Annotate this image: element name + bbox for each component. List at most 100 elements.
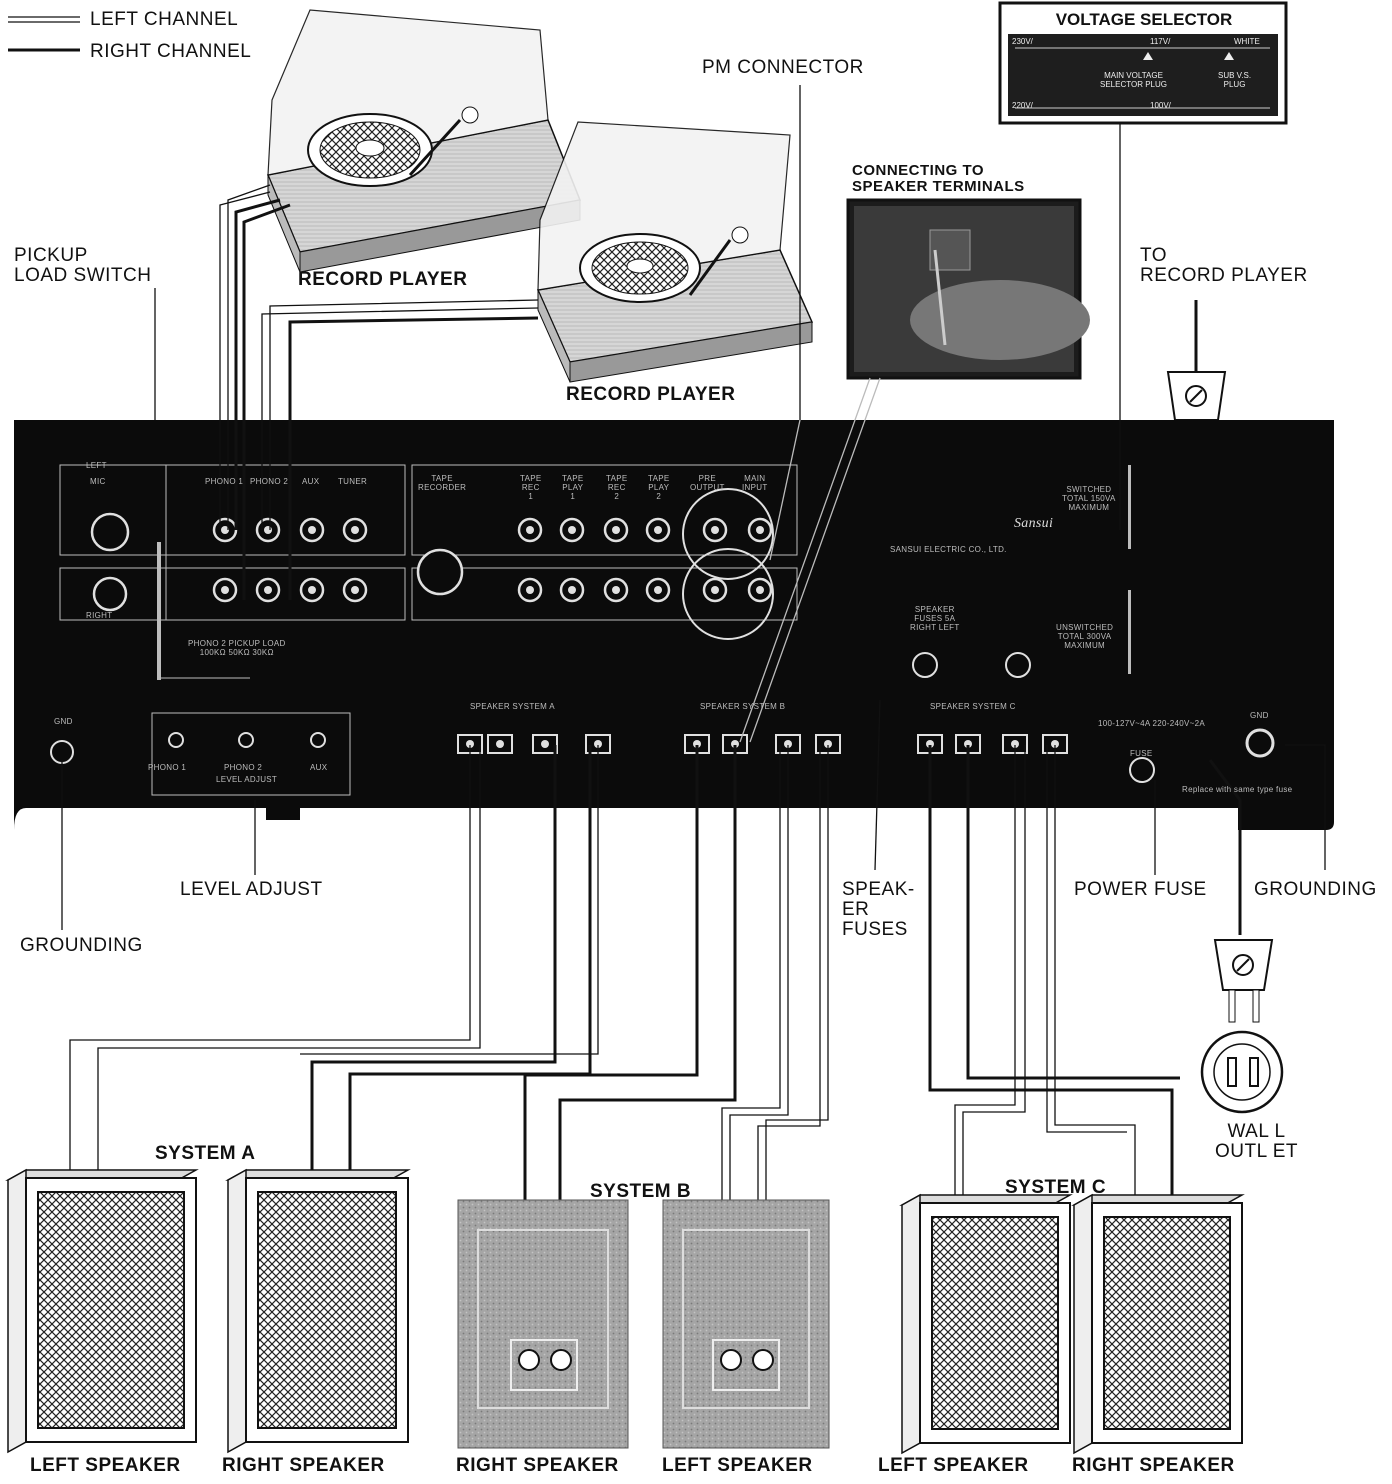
to-record-player-label: TO RECORD PLAYER <box>1140 245 1308 286</box>
panel-level-adjust: LEVEL ADJUST <box>216 775 278 784</box>
speaker-terminal-9 <box>955 734 981 754</box>
panel-maker: SANSUI ELECTRIC CO., LTD. <box>890 545 1007 554</box>
panel-brand: Sansui <box>1014 516 1054 531</box>
record-player-2-label: RECORD PLAYER <box>566 384 736 405</box>
panel-aux: AUX <box>302 477 320 486</box>
power-fuse-label: POWER FUSE <box>1074 879 1207 900</box>
panel-level-phono2: PHONO 2 <box>224 763 263 772</box>
pickup-load-switch-label: PICKUP LOAD SWITCH <box>14 245 152 286</box>
rca-jack-bottom-5 <box>559 577 585 603</box>
rca-jack-bottom-0 <box>212 577 238 603</box>
panel-phono1: PHONO 1 <box>205 477 244 486</box>
panel-main-input: MAIN INPUT <box>742 474 768 492</box>
panel-tape-recorder: TAPE RECORDER <box>418 474 467 492</box>
pm-connector-ring-top <box>682 488 774 580</box>
panel-speaker-system-c: SPEAKER SYSTEM C <box>930 702 1016 711</box>
panel-speaker-system-a: SPEAKER SYSTEM A <box>470 702 555 711</box>
vsel-main-plug: MAIN VOLTAGE SELECTOR PLUG <box>1100 71 1167 89</box>
rca-jack-bottom-4 <box>517 577 543 603</box>
rca-jack-top-5 <box>559 517 585 543</box>
speaker-a-right <box>225 1168 411 1454</box>
grounding-left-label: GROUNDING <box>20 935 143 956</box>
wall-outlet-icon <box>1200 1030 1284 1114</box>
panel-switched: SWITCHED TOTAL 150VA MAXIMUM <box>1062 485 1116 512</box>
rca-jack-bottom-3 <box>342 577 368 603</box>
rca-jack-bottom-9 <box>747 577 773 603</box>
level-knob-1 <box>238 732 254 748</box>
power-fuse-holder <box>1129 757 1155 783</box>
ground-post-right <box>1245 728 1275 758</box>
speakers <box>5 1168 1245 1455</box>
amplifier-jacks <box>50 488 1275 783</box>
panel-speaker-fuses: SPEAKER FUSES 5A RIGHT LEFT <box>910 605 960 632</box>
vsel-117v: 117V/ <box>1150 37 1171 46</box>
system-a-label: SYSTEM A <box>155 1143 256 1164</box>
vsel-sub-plug: SUB V.S. PLUG <box>1218 71 1252 89</box>
rca-jack-top-0 <box>212 517 238 543</box>
panel-tuner: TUNER <box>338 477 368 486</box>
mic-jack-left <box>90 512 130 552</box>
panel-tape-rec-1: TAPE REC 1 <box>520 474 542 501</box>
speaker-terminal-photo <box>846 198 1090 380</box>
panel-level-aux: AUX <box>310 763 328 772</box>
pm-connector-label: PM CONNECTOR <box>702 57 864 78</box>
panel-voltage-rating: 100-127V~4A 220-240V~2A <box>1098 719 1205 728</box>
speaker-b-right <box>457 1199 629 1449</box>
speaker-terminal-1 <box>487 734 513 754</box>
level-knob-0 <box>168 732 184 748</box>
legend-right-channel: RIGHT CHANNEL <box>90 41 252 62</box>
level-knob-2 <box>310 732 326 748</box>
panel-tape-play-1: TAPE PLAY 1 <box>562 474 584 501</box>
panel-tape-play-2: TAPE PLAY 2 <box>648 474 670 501</box>
panel-replace-fuse: Replace with same type fuse <box>1182 785 1293 794</box>
speaker-c-right-label: RIGHT SPEAKER <box>1072 1455 1235 1476</box>
speaker-c-left-label: LEFT SPEAKER <box>878 1455 1029 1476</box>
vsel-230v: 230V/ <box>1012 37 1033 46</box>
din-socket <box>416 548 464 596</box>
speaker-a-right-label: RIGHT SPEAKER <box>222 1455 385 1476</box>
voltage-selector-box <box>998 1 1288 125</box>
ground-post-left <box>50 740 74 764</box>
record-player-1 <box>266 9 582 273</box>
rca-jack-top-6 <box>603 517 629 543</box>
vsel-100v: 100V/ <box>1150 101 1171 110</box>
panel-unswitched: UNSWITCHED TOTAL 300VA MAXIMUM <box>1056 623 1114 650</box>
connecting-terminals-label: CONNECTING TO SPEAKER TERMINALS <box>852 162 1025 195</box>
left-channel-line-icon <box>8 16 80 23</box>
rca-jack-top-2 <box>299 517 325 543</box>
speaker-a-left <box>5 1168 199 1454</box>
panel-gnd-left: GND <box>54 717 73 726</box>
rca-jack-bottom-6 <box>603 577 629 603</box>
panel-pickup-load: PHONO 2 PICKUP LOAD 100KΩ 50KΩ 30KΩ <box>188 639 286 657</box>
rca-jack-top-1 <box>255 517 281 543</box>
speaker-terminal-7 <box>815 734 841 754</box>
speaker-a-left-label: LEFT SPEAKER <box>30 1455 181 1476</box>
ac-plug-icon <box>1213 939 1274 1023</box>
speaker-terminal-3 <box>585 734 611 754</box>
panel-gnd-right: GND <box>1250 711 1269 720</box>
speaker-c-right <box>1071 1193 1245 1455</box>
legend-left-channel: LEFT CHANNEL <box>90 9 239 30</box>
record-player-1-label: RECORD PLAYER <box>298 269 468 290</box>
rca-jack-top-8 <box>702 517 728 543</box>
speaker-terminal-2 <box>532 734 558 754</box>
wall-outlet-label: WAL L OUTL ET <box>1215 1121 1299 1162</box>
rca-jack-top-7 <box>645 517 671 543</box>
speaker-b-right-label: RIGHT SPEAKER <box>456 1455 619 1476</box>
panel-pre-output: PRE OUTPUT <box>690 474 725 492</box>
speaker-terminal-10 <box>1002 734 1028 754</box>
system-b-label: SYSTEM B <box>590 1181 692 1202</box>
rca-jack-bottom-7 <box>645 577 671 603</box>
speaker-b-left <box>662 1199 830 1449</box>
panel-left: LEFT <box>86 461 107 470</box>
speaker-fuse-1 <box>1005 652 1031 678</box>
record-player-2 <box>536 121 814 383</box>
rca-jack-top-4 <box>517 517 543 543</box>
legend <box>8 16 80 52</box>
panel-phono2: PHONO 2 <box>250 477 289 486</box>
speaker-fuse-0 <box>912 652 938 678</box>
amplifier-rear-panel <box>14 420 1334 830</box>
voltage-selector-title: VOLTAGE SELECTOR <box>1055 10 1233 29</box>
rca-jack-bottom-8 <box>702 577 728 603</box>
